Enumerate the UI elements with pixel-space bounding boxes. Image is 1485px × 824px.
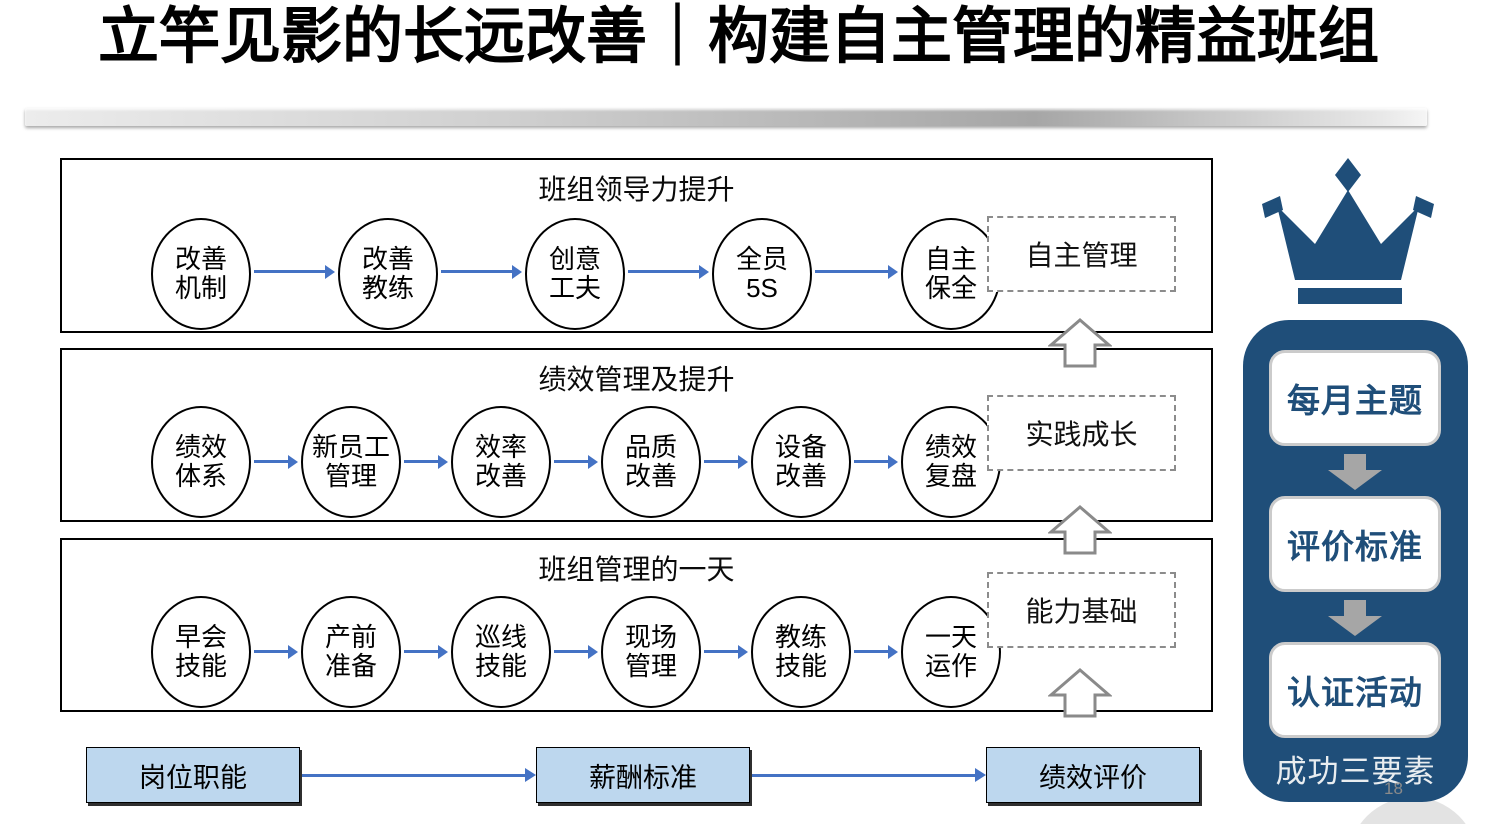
flow-arrow-icon [815, 264, 898, 279]
flow-step-circle: 巡线 技能 [451, 596, 551, 708]
flow-step-circle: 绩效 复盘 [901, 406, 1001, 518]
page-title: 立竿见影的长远改善｜构建自主管理的精益班组 [98, 2, 1380, 70]
flow-step-label: 品质 改善 [624, 431, 677, 491]
flow-step-circle: 改善 机制 [151, 218, 251, 330]
section-title: 绩效管理及提升 [538, 364, 735, 395]
flow-step-circle: 效率 改善 [451, 406, 551, 518]
tag-label: 自主管理 [1025, 240, 1138, 271]
flow-step-label: 绩效 体系 [174, 431, 227, 491]
up-arrow-icon [1048, 505, 1112, 555]
flow-step-circle: 改善 教练 [338, 218, 438, 330]
flow-step-label: 全员 5S [735, 243, 788, 303]
up-arrow-icon [1048, 318, 1112, 368]
flow-step-circle: 教练 技能 [751, 596, 851, 708]
flow-step-label: 改善 机制 [174, 243, 227, 303]
tag-label: 能力基础 [1025, 596, 1138, 627]
flow-step-label: 效率 改善 [474, 431, 527, 491]
flow-arrow-icon [404, 644, 448, 659]
page-number: 18 [1384, 779, 1403, 798]
step-label: 评价标准 [1287, 528, 1423, 565]
success-factors-panel: 每月主题 评价标准 认证活动 成功三要素 [1243, 320, 1468, 802]
tag-box: 自主管理 [987, 216, 1176, 292]
step-label: 认证活动 [1287, 674, 1423, 711]
flow-arrow-icon [628, 264, 709, 279]
tag-box: 能力基础 [987, 572, 1176, 648]
flow-step-label: 早会 技能 [174, 621, 227, 681]
flow-arrow-icon [704, 454, 748, 469]
flow-step-label: 绩效 复盘 [924, 431, 977, 491]
step-label: 每月主题 [1287, 382, 1423, 419]
down-arrow-icon [1328, 454, 1382, 490]
flow-step-circle: 绩效 体系 [151, 406, 251, 518]
section-title: 班组管理的一天 [538, 554, 735, 585]
flow-step-label: 教练 技能 [774, 621, 827, 681]
flow-step-circle: 产前 准备 [301, 596, 401, 708]
bottom-flow-box: 薪酬标准 [536, 747, 750, 803]
flow-step-circle: 设备 改善 [751, 406, 851, 518]
flow-step-label: 巡线 技能 [474, 621, 527, 681]
flow-step-label: 新员工 管理 [311, 431, 390, 491]
flow-step-label: 改善 教练 [361, 243, 414, 303]
section-title: 班组领导力提升 [538, 174, 735, 205]
panel-caption: 成功三要素 [1275, 754, 1436, 789]
flow-arrow-icon [404, 454, 448, 469]
up-arrow-icon [1048, 668, 1112, 718]
flow-step-label: 创意 工夫 [548, 243, 601, 303]
flow-step-label: 产前 准备 [324, 621, 377, 681]
down-arrow-icon [1328, 600, 1382, 636]
flow-step-circle: 全员 5S [712, 218, 812, 330]
flow-arrow-icon [554, 644, 598, 659]
section-daily: 班组管理的一天 早会 技能 产前 准备 巡线 技能 现场 管理 教练 技能 一天… [60, 538, 1213, 712]
flow-arrow-icon [854, 454, 898, 469]
flow-arrow-icon [854, 644, 898, 659]
flow-arrow-icon [254, 644, 298, 659]
flow-step-label: 自主 保全 [924, 243, 977, 303]
flow-arrow-icon [554, 454, 598, 469]
flow-arrow-icon [254, 454, 298, 469]
bottom-flow-box: 岗位职能 [86, 747, 300, 803]
flow-arrow-icon [441, 264, 522, 279]
tag-label: 实践成长 [1025, 419, 1138, 450]
flow-step-label: 设备 改善 [774, 431, 827, 491]
flow-arrow-icon [704, 644, 748, 659]
section-leadership: 班组领导力提升 改善 机制 改善 教练 创意 工夫 全员 5S 自主 保全 自主… [60, 158, 1213, 333]
flow-step-circle: 早会 技能 [151, 596, 251, 708]
flow-arrow-icon [752, 768, 986, 782]
step-box: 评价标准 [1269, 496, 1441, 592]
flow-step-circle: 创意 工夫 [525, 218, 625, 330]
divider-bar [25, 108, 1427, 126]
flow-arrow-icon [254, 264, 335, 279]
flow-step-circle: 自主 保全 [901, 218, 1001, 330]
step-box: 每月主题 [1269, 350, 1441, 446]
flow-step-circle: 现场 管理 [601, 596, 701, 708]
step-box: 认证活动 [1269, 642, 1441, 738]
flow-arrow-icon [302, 768, 536, 782]
flow-step-label: 现场 管理 [624, 621, 677, 681]
tag-box: 实践成长 [987, 395, 1176, 471]
crown-icon [1262, 158, 1434, 304]
flow-step-circle: 品质 改善 [601, 406, 701, 518]
flow-step-label: 一天 运作 [924, 621, 977, 681]
section-performance: 绩效管理及提升 绩效 体系 新员工 管理 效率 改善 品质 改善 设备 改善 绩… [60, 348, 1213, 522]
flow-step-circle: 新员工 管理 [301, 406, 401, 518]
bottom-flow-box: 绩效评价 [986, 747, 1200, 803]
flow-step-circle: 一天 运作 [901, 596, 1001, 708]
